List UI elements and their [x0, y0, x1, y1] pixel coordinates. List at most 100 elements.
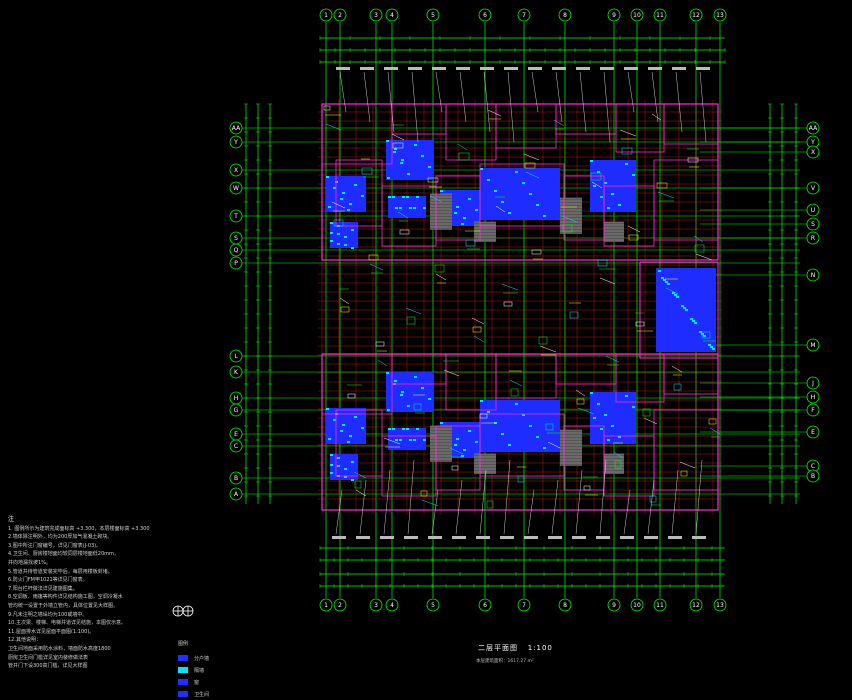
detail-line [457, 143, 468, 151]
tile-mark [416, 196, 419, 198]
tile-mark [611, 425, 614, 427]
tile-mark [340, 430, 343, 432]
tile-mark [333, 419, 336, 421]
tile-mark [388, 428, 391, 430]
axis-bubble-bottom-label: 1 [324, 602, 328, 609]
fixture [472, 326, 482, 333]
tile-mark [600, 428, 603, 430]
axis-bubble-bottom-circle [369, 598, 383, 612]
label-mark [428, 536, 442, 539]
label-mark [548, 536, 562, 539]
axis-bubble-left-circle [229, 209, 243, 223]
detail-line [547, 441, 561, 449]
room-fill [388, 428, 426, 450]
axis-bubble-bottom-label: 9 [612, 602, 616, 609]
detail-line [429, 195, 443, 203]
tile-mark [501, 433, 504, 435]
dimension-lines [244, 36, 798, 588]
leader-line [383, 469, 391, 535]
label-mark [332, 536, 346, 539]
detail-line [435, 273, 447, 281]
leader-line [359, 479, 367, 535]
legend-swatch [178, 655, 188, 661]
tile-mark [618, 204, 621, 206]
note-line: 9.凡未注明之墙垛均为100或墙中。 [8, 611, 88, 618]
axis-bubble-right-label: X [811, 149, 815, 156]
leader-line [671, 469, 679, 535]
axis-bubble-top-label: 8 [563, 12, 567, 19]
fixture [503, 301, 513, 307]
tile-mark [406, 428, 409, 430]
leader-line [555, 71, 563, 123]
legend-swatch [178, 691, 188, 697]
label-mark [380, 536, 394, 539]
fixture [614, 460, 622, 469]
interior-wall [391, 103, 447, 135]
tile-mark [337, 457, 340, 459]
axis-bubble-top-label: 2 [338, 12, 342, 19]
fixture [427, 177, 439, 183]
tile-mark [494, 190, 497, 192]
tile-mark [392, 196, 395, 198]
tile-mark [632, 174, 635, 176]
axis-bubble-left-circle [229, 256, 243, 270]
tile-mark [685, 309, 688, 311]
tile-mark [625, 395, 628, 397]
axis-bubble-right-circle [806, 425, 820, 439]
tile-mark [354, 416, 357, 418]
axis-bubble-top-circle [478, 8, 492, 22]
tile-mark [683, 307, 686, 309]
detail-line [613, 451, 624, 459]
detail-line [561, 215, 578, 223]
wall-outlines [321, 103, 719, 511]
detail-line [331, 201, 346, 209]
detail-line [501, 283, 519, 291]
axis-bubble-left-circle [229, 349, 243, 363]
label-mark [668, 536, 682, 539]
leader-line [699, 71, 707, 143]
axis-bubble-left-label: H [234, 395, 239, 402]
axis-bubble-bottom-label: 5 [431, 602, 435, 609]
detail-lines [323, 67, 721, 539]
tile-mark [421, 387, 424, 389]
interior-wall [653, 409, 719, 491]
tile-mark [326, 176, 329, 178]
axis-bubble-bottom-circle [426, 598, 440, 612]
leader-line [503, 459, 511, 535]
axis-bubble-top-circle [630, 8, 644, 22]
tile-mark [611, 193, 614, 195]
detail-line [627, 225, 641, 233]
note-line: 7.阳台栏杆做法详见建施图集。 [8, 585, 78, 592]
fixture [680, 470, 688, 477]
leader-line [527, 489, 535, 535]
axis-bubble-right-label: H [811, 394, 816, 401]
detail-line [671, 365, 683, 373]
axis-bubble-top-circle [319, 8, 333, 22]
axis-bubble-top-label: 12 [692, 12, 700, 19]
leader-line [339, 71, 347, 113]
tile-mark [440, 422, 443, 424]
leader-line [435, 71, 443, 113]
tile-mark [428, 166, 431, 168]
north-arrow-icon [172, 605, 194, 617]
detail-line [449, 447, 464, 455]
tile-mark [414, 376, 417, 378]
fixture [375, 341, 385, 347]
tile-mark [392, 428, 395, 430]
tile-mark [701, 333, 704, 335]
detail-line [599, 277, 616, 285]
tile-mark [409, 207, 412, 209]
tile-mark [402, 428, 405, 430]
note-line: 4.卫生间、厨房楼地面均较同层楼地面低20mm， [8, 551, 119, 558]
tile-mark [692, 320, 695, 322]
axis-bubble-right-circle [806, 145, 820, 159]
tile-mark [710, 346, 713, 348]
axis-bubble-bottom-circle [319, 598, 333, 612]
drawing-scale: 1:100 [527, 644, 553, 652]
detail-line [553, 119, 565, 127]
detail-line [591, 181, 603, 189]
fixture [545, 423, 554, 431]
axis-bubble-left-label: K [234, 369, 239, 376]
fixture [656, 182, 668, 189]
tile-mark [501, 201, 504, 203]
